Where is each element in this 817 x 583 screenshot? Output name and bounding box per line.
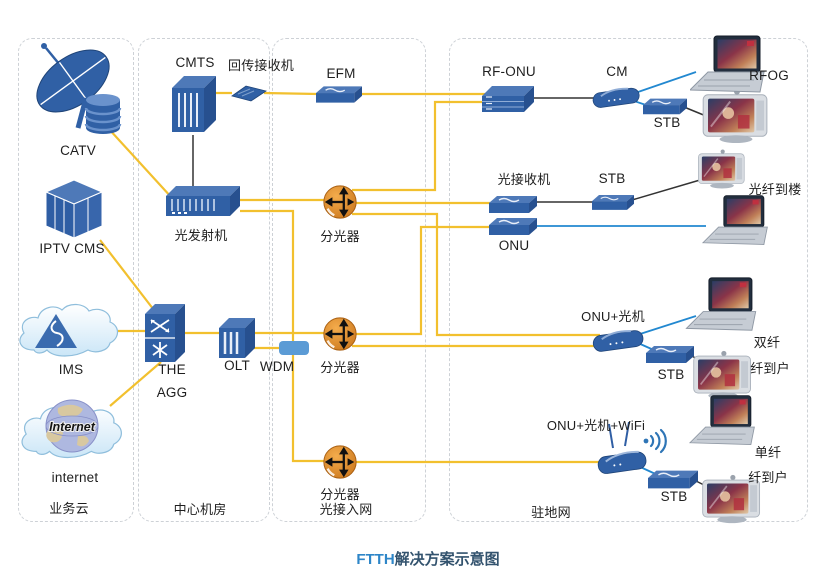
tv-dual-icon: [692, 350, 752, 400]
olt-icon: [219, 318, 255, 358]
label-zone-central-office: 中心机房: [173, 502, 227, 517]
stb-single-icon: [648, 469, 698, 490]
onu-optical-icon: [591, 327, 646, 354]
ims-cloud-icon: [19, 303, 119, 357]
label-agg-line1: THE: [158, 362, 186, 377]
label-zone-access: 光接入网: [319, 502, 373, 517]
stb-building-icon: [592, 194, 634, 211]
optical-transmitter-icon: [166, 186, 240, 216]
diagram-title-brand: FTTH: [356, 551, 395, 568]
zone-premises: [449, 38, 808, 522]
label-return-receiver: 回传接收机: [227, 58, 295, 73]
label-zone-premises: 驻地网: [531, 505, 571, 520]
cmts-icon: [172, 76, 216, 132]
label-iptv-cms: IPTV CMS: [39, 241, 105, 256]
wdm-icon: [279, 341, 309, 355]
fiber-lines: [99, 91, 604, 464]
line-stb1-to-tv1: [683, 106, 707, 117]
wifi-router-icon: [597, 421, 647, 474]
label-onu: ONU: [498, 238, 530, 253]
label-internet: internet: [51, 470, 99, 485]
return-receiver-icon: [231, 85, 267, 102]
internet-cloud-icon: Internet: [21, 399, 123, 459]
label-wdm: WDM: [259, 359, 295, 374]
label-stb-rfog: STB: [653, 115, 681, 130]
line-splitter-top-to-onu-optical: [352, 212, 600, 337]
label-efm: EFM: [326, 66, 356, 81]
label-dual-fiber-1: 双纤: [753, 335, 781, 350]
zone-central-office: [138, 38, 270, 522]
efm-icon: [316, 85, 362, 104]
splitter-middle-icon: [322, 316, 358, 352]
label-rf-onu: RF-ONU: [482, 64, 536, 79]
label-stb-single: STB: [660, 489, 688, 504]
label-optical-receiver: 光接收机: [497, 172, 551, 187]
stb-rfog-icon: [643, 97, 687, 115]
laptop-single-icon: [689, 395, 755, 446]
label-stb-dual: STB: [657, 367, 685, 382]
label-single-fiber-2: 纤到户: [748, 470, 788, 485]
laptop-rfog-icon: [690, 35, 765, 93]
line-internet-to-agg: [109, 361, 162, 407]
agg-switch-icon: [145, 304, 185, 362]
label-fiber-to-building: 光纤到楼: [748, 182, 802, 197]
label-stb-building: STB: [598, 171, 626, 186]
diagram-title-text: 解决方案示意图: [394, 551, 500, 568]
tv-rfog-icon: [702, 88, 768, 144]
onu-icon: [489, 217, 537, 236]
line-transmitter-wdm-splitter-bottom: [240, 209, 324, 463]
stb-dual-icon: [646, 345, 694, 364]
optical-receiver-icon: [489, 195, 537, 214]
laptop-dual-icon: [685, 277, 757, 331]
wifi-signal-icon: [643, 428, 667, 454]
zone-business-cloud: [18, 38, 134, 522]
ethernet-lines: [536, 71, 706, 478]
label-splitter-top: 分光器: [320, 229, 360, 244]
label-single-fiber-1: 单纤: [754, 445, 782, 460]
splitter-top-icon: [322, 184, 358, 220]
zone-optical-access: [272, 38, 426, 522]
internet-globe-text: Internet: [49, 420, 96, 434]
line-splitter-middle-to-onu: [352, 225, 492, 336]
diagram-title: FTTH解决方案示意图: [356, 548, 499, 569]
label-cmts: CMTS: [175, 55, 215, 70]
line-onu-optical-to-laptop3: [639, 315, 697, 335]
rf-onu-icon: [482, 86, 534, 112]
label-onu-optical-wifi: ONU+光机+WiFi: [546, 418, 646, 433]
line-iptv-to-agg: [99, 239, 158, 315]
label-agg-line2: AGG: [156, 385, 188, 400]
line-cm-to-laptop1: [637, 71, 697, 93]
label-dual-fiber-2: 纤到户: [750, 361, 790, 376]
line-splitter-top-to-rfonu: [352, 100, 488, 192]
catv-storage-icon: [84, 94, 122, 134]
cm-icon: [591, 85, 642, 110]
catv-dish-icon: [36, 43, 122, 134]
label-optical-transmitter: 光发射机: [174, 228, 228, 243]
label-olt: OLT: [224, 358, 250, 373]
label-rfog: RFOG: [749, 68, 789, 83]
label-splitter-middle: 分光器: [320, 360, 360, 375]
label-catv: CATV: [60, 143, 96, 158]
label-onu-optical: ONU+光机: [581, 309, 645, 324]
splitter-bottom-icon: [322, 444, 358, 480]
line-catv-to-transmitter: [107, 127, 173, 199]
label-zone-cloud: 业务云: [49, 501, 89, 516]
line-stb2-to-tv2: [631, 179, 701, 201]
tv-building-icon: [697, 148, 745, 190]
label-cm: CM: [606, 64, 628, 79]
label-ims: IMS: [58, 362, 84, 377]
label-splitter-bottom: 分光器: [320, 487, 360, 502]
line-return-receiver-to-efm: [263, 91, 319, 96]
laptop-building-icon: [702, 195, 768, 245]
iptv-cms-icon: [44, 179, 104, 239]
